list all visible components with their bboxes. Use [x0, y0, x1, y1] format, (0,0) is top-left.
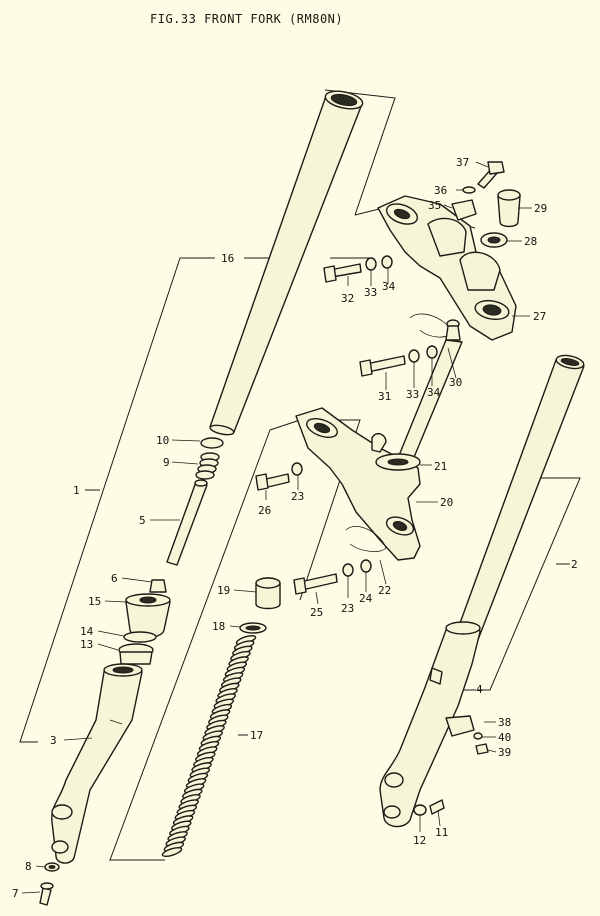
- label-38: 38: [498, 716, 511, 729]
- lower-clamp: [295, 407, 421, 561]
- lower-bolt-set-b: [293, 559, 372, 595]
- label-23-upper: 23: [291, 490, 304, 503]
- rod-piece: [149, 579, 167, 593]
- label-26: 26: [258, 504, 271, 517]
- spring-coil: [161, 846, 183, 858]
- label-11: 11: [435, 826, 448, 839]
- label-32: 32: [341, 292, 354, 305]
- label-1: 1: [73, 484, 80, 497]
- label-8: 8: [25, 860, 32, 873]
- label-23-lower: 23: [341, 602, 354, 615]
- label-14: 14: [80, 625, 94, 638]
- spring-washer: [239, 622, 267, 634]
- label-9: 9: [163, 456, 170, 469]
- label-27: 27: [533, 310, 546, 323]
- label-33-middle: 33: [406, 388, 419, 401]
- label-5: 5: [139, 514, 146, 527]
- label-40: 40: [498, 731, 511, 744]
- label-15: 15: [88, 595, 101, 608]
- outer-tube-right: [379, 621, 481, 828]
- cap-bolt: [255, 577, 281, 610]
- clamp-bolt-set-upper: [323, 255, 393, 283]
- lower-bolt-set-a: [255, 462, 303, 491]
- label-31: 31: [378, 390, 391, 403]
- label-30: 30: [449, 376, 462, 389]
- label-25: 25: [310, 606, 323, 619]
- label-33-upper: 33: [364, 286, 377, 299]
- label-29: 29: [534, 202, 547, 215]
- oil-seal-rings: [118, 631, 157, 665]
- label-17: 17: [250, 729, 263, 742]
- label-36: 36: [434, 184, 447, 197]
- damper-rod: [166, 479, 208, 566]
- upper-clamp: [377, 195, 517, 341]
- label-39: 39: [498, 746, 511, 759]
- label-13: 13: [80, 638, 93, 651]
- leader-lines: [21, 161, 532, 894]
- label-18: 18: [212, 620, 225, 633]
- label-20: 20: [440, 496, 453, 509]
- label-3: 3: [50, 734, 57, 747]
- callout-labels: 1 2 3 4 5 6 7 8 9 10 11 12 13 14 15 16 1…: [12, 156, 578, 900]
- rebound-spring: [195, 437, 224, 480]
- label-6: 6: [111, 572, 118, 585]
- label-28: 28: [524, 235, 537, 248]
- label-16: 16: [221, 252, 234, 265]
- cable-guide-set: [445, 715, 489, 755]
- top-bolt-set: [451, 161, 505, 221]
- inner-tube-left: [209, 90, 364, 436]
- clamp-bolt-set-middle: [359, 345, 438, 377]
- label-22: 22: [378, 584, 391, 597]
- label-19: 19: [217, 584, 230, 597]
- label-37: 37: [456, 156, 469, 169]
- steering-bolt-set: [480, 189, 521, 248]
- dust-seal: [125, 593, 171, 639]
- outer-tube-left: [51, 663, 143, 864]
- label-2: 2: [571, 558, 578, 571]
- axle-bolt-set: [413, 799, 445, 816]
- inner-tube-right: [451, 354, 585, 651]
- label-7: 7: [12, 887, 19, 900]
- label-34-upper: 34: [382, 280, 396, 293]
- label-21: 21: [434, 460, 447, 473]
- label-4: 4: [476, 683, 483, 696]
- label-35: 35: [428, 199, 441, 212]
- label-24: 24: [359, 592, 373, 605]
- drain-bolt-set: [39, 862, 60, 906]
- fork-spring: [161, 634, 257, 858]
- label-34-middle: 34: [427, 386, 441, 399]
- label-12: 12: [413, 834, 426, 847]
- figure-title: FIG.33 FRONT FORK (RM80N): [150, 12, 344, 26]
- label-10: 10: [156, 434, 169, 447]
